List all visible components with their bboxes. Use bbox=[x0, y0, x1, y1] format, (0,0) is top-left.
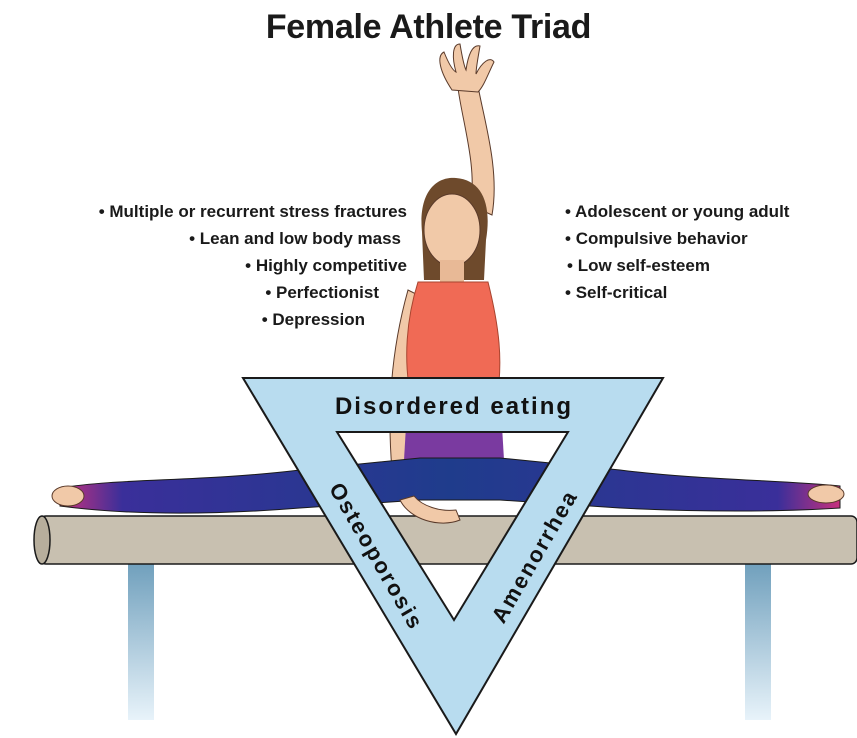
beam-leg-right bbox=[745, 562, 771, 720]
triad-label-disordered-eating: Disordered eating bbox=[335, 393, 573, 420]
athlete-figure bbox=[52, 44, 844, 523]
beam-leg-left bbox=[128, 562, 154, 720]
